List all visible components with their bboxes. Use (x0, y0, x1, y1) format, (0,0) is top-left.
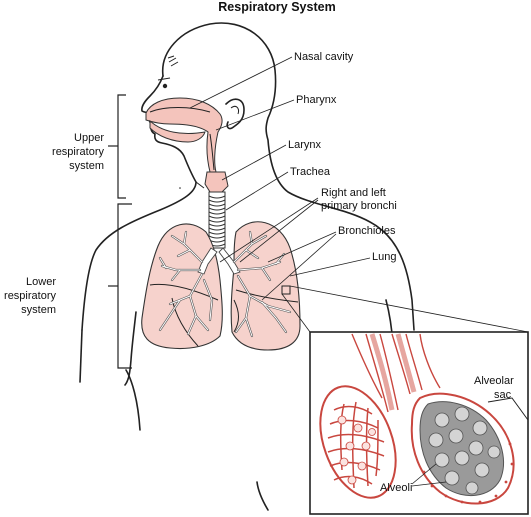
label-lower-line2: respiratory (4, 290, 56, 302)
label-lower-line3: system (21, 304, 56, 316)
label-larynx: Larynx (288, 139, 322, 151)
lower-system-bracket (108, 203, 132, 369)
diagram-title: Respiratory System (218, 0, 335, 14)
alveoli-inset (309, 331, 529, 515)
label-lung: Lung (372, 251, 396, 263)
bronchial-tree (158, 230, 292, 338)
label-alveoli: Alveoli (380, 482, 412, 494)
label-bronchi-line2: primary bronchi (321, 200, 397, 212)
larynx-shape (204, 171, 229, 193)
upper-system-bracket (108, 94, 126, 199)
label-trachea: Trachea (290, 166, 331, 178)
label-upper-line3: system (69, 160, 104, 172)
label-alveolar-line1: Alveolar (474, 375, 514, 387)
zoom-source-box (281, 285, 291, 295)
label-upper-line1: Upper (74, 132, 104, 144)
leader-lines (189, 56, 529, 333)
trachea-shape (208, 191, 226, 249)
capillary-cluster (319, 385, 397, 499)
alveolar-sac-shape (410, 392, 515, 505)
body-outline (79, 22, 415, 511)
label-bronchioles: Bronchioles (338, 225, 396, 237)
upper-airway (145, 97, 223, 173)
label-alveolar-line2: sac (494, 389, 512, 401)
label-upper-line2: respiratory (52, 146, 104, 158)
label-nasal-cavity: Nasal cavity (294, 51, 354, 63)
labels: Nasal cavity Pharynx Larynx Trachea Righ… (4, 51, 514, 494)
label-lower-line1: Lower (26, 276, 56, 288)
label-bronchi-line1: Right and left (321, 187, 386, 199)
label-pharynx: Pharynx (296, 94, 337, 106)
